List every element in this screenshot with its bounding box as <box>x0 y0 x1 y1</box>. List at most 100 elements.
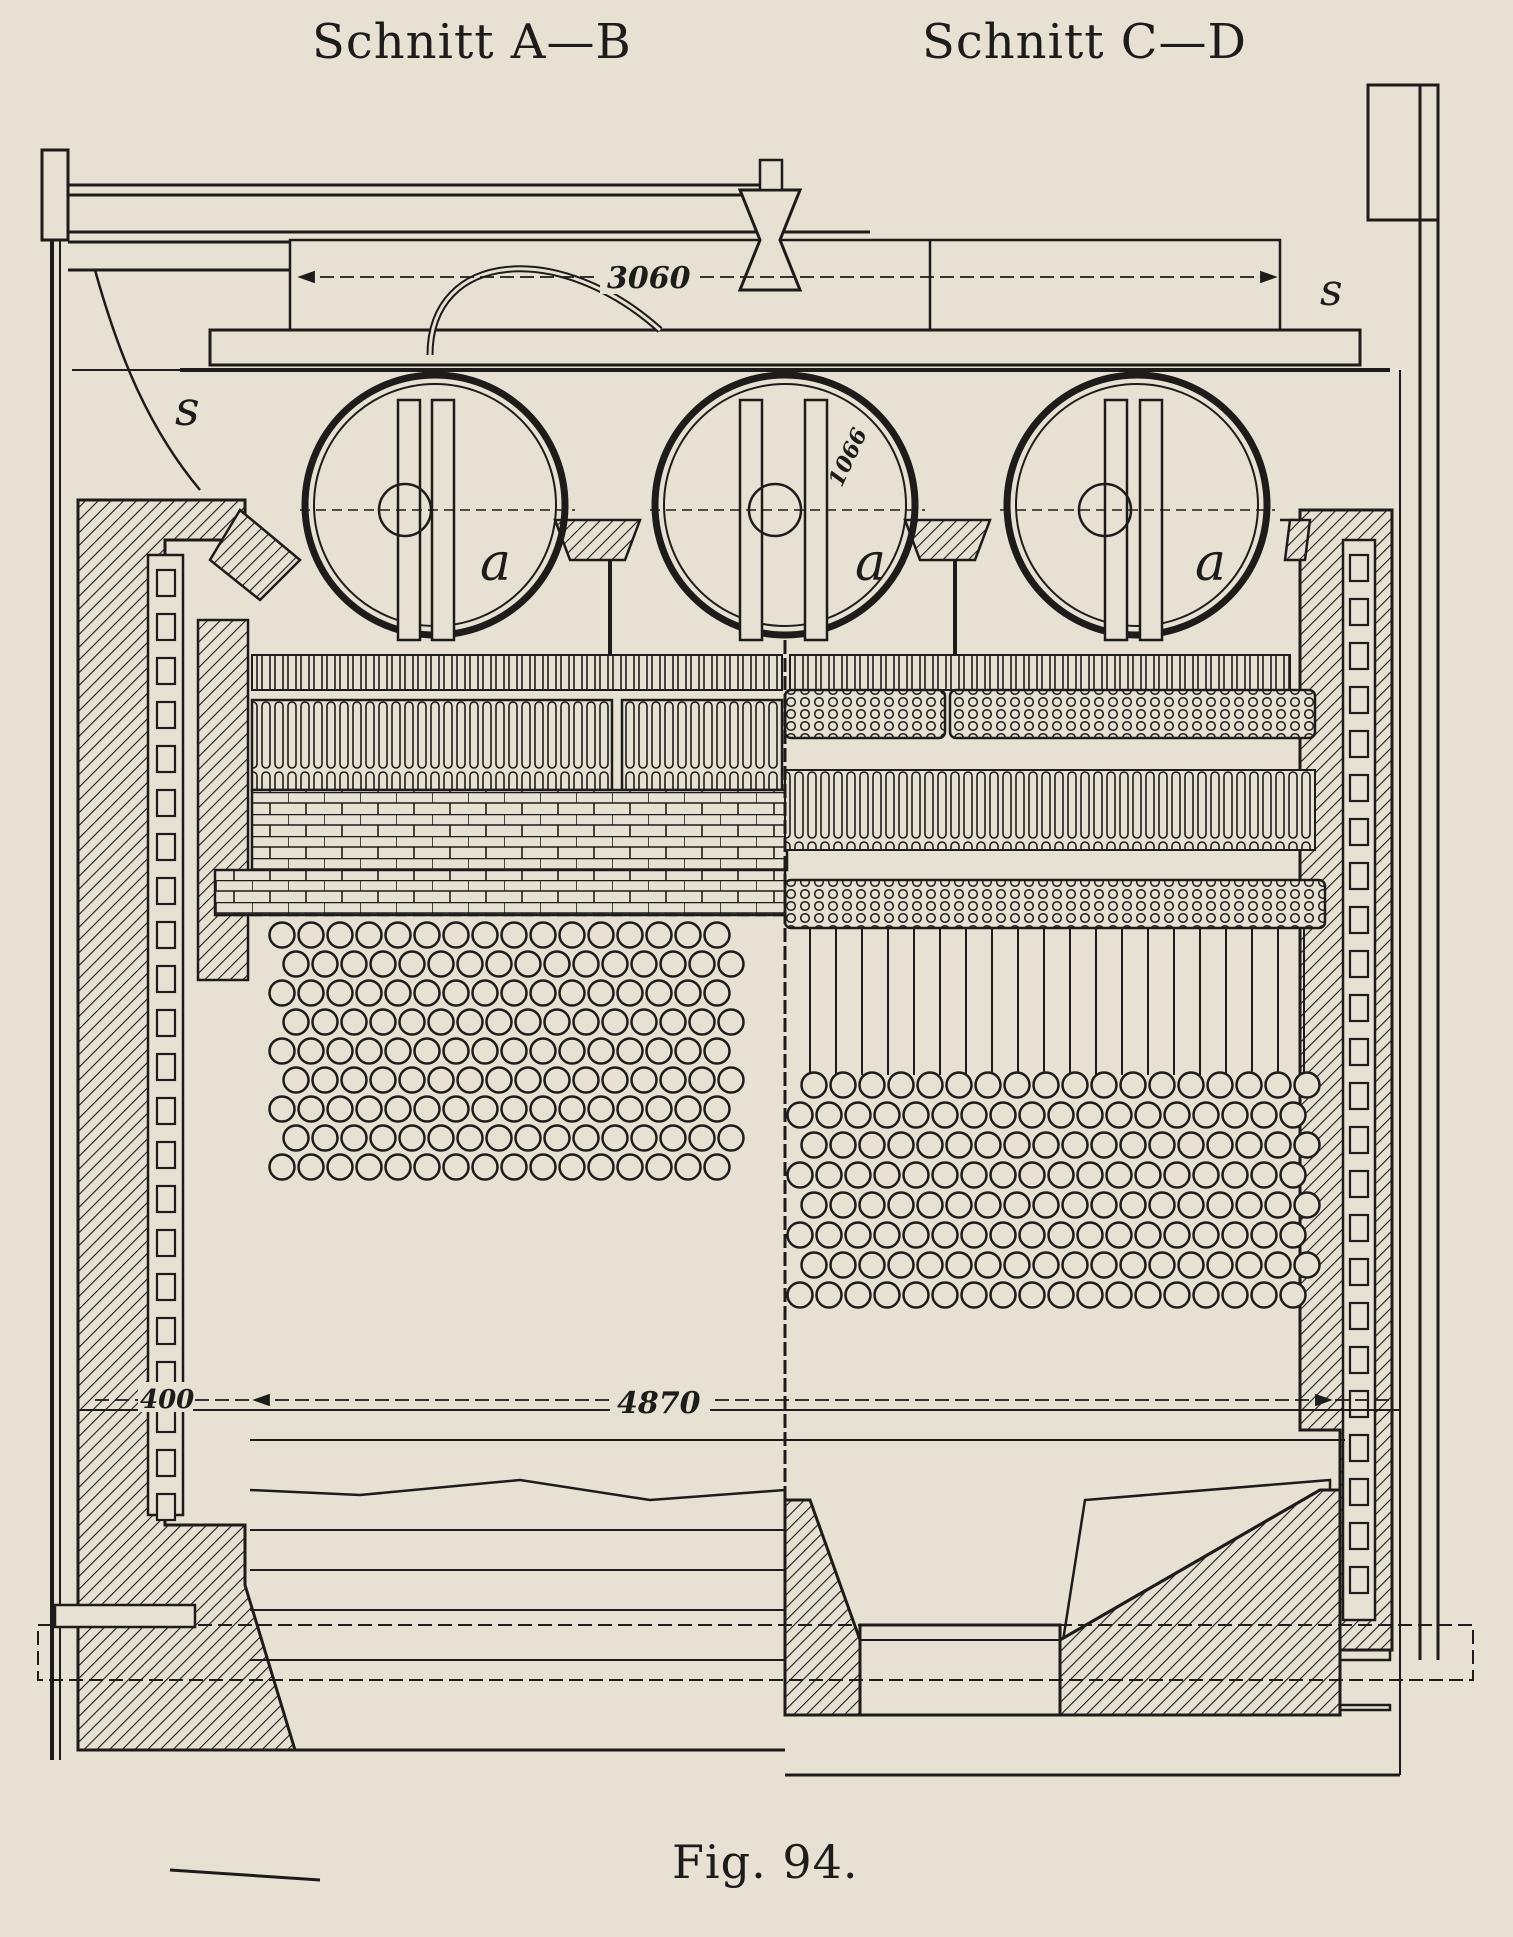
tube <box>369 950 397 978</box>
wall-slot <box>1348 949 1370 979</box>
tube <box>1221 1281 1249 1309</box>
tube <box>1177 1131 1205 1159</box>
wall-slot <box>1348 1257 1370 1287</box>
tube <box>858 1191 886 1219</box>
tube <box>1293 1071 1321 1099</box>
wall-slot <box>155 1008 177 1038</box>
tube <box>630 1124 658 1152</box>
tube <box>717 950 745 978</box>
tube <box>282 1124 310 1152</box>
wall-slot <box>155 700 177 730</box>
tube <box>931 1101 959 1129</box>
tube <box>945 1071 973 1099</box>
tube <box>989 1161 1017 1189</box>
tube <box>456 1008 484 1036</box>
wall-slot <box>1348 1169 1370 1199</box>
tube <box>1177 1191 1205 1219</box>
tube <box>442 979 470 1007</box>
tube <box>1192 1161 1220 1189</box>
tube <box>587 1095 615 1123</box>
tube <box>800 1251 828 1279</box>
tube <box>1119 1251 1147 1279</box>
tube <box>873 1221 901 1249</box>
tube <box>1148 1191 1176 1219</box>
wall-slot <box>155 568 177 598</box>
tube <box>471 1095 499 1123</box>
tube <box>960 1101 988 1129</box>
tube <box>558 979 586 1007</box>
tube <box>703 979 731 1007</box>
tube <box>703 1037 731 1065</box>
wall-slot <box>155 920 177 950</box>
tube <box>1003 1131 1031 1159</box>
figure-caption: Fig. 94. <box>672 1835 859 1889</box>
tube <box>297 1037 325 1065</box>
tube <box>543 1124 571 1152</box>
tube <box>500 1037 528 1065</box>
wall-slot <box>155 832 177 862</box>
tube <box>398 1008 426 1036</box>
tube <box>456 950 484 978</box>
tube <box>1090 1191 1118 1219</box>
wall-slot <box>1348 1477 1370 1507</box>
tube <box>369 1008 397 1036</box>
tube <box>1032 1131 1060 1159</box>
tube <box>268 1095 296 1123</box>
tube <box>887 1131 915 1159</box>
tube <box>974 1131 1002 1159</box>
tube <box>456 1066 484 1094</box>
tube <box>1279 1221 1307 1249</box>
tube <box>1076 1161 1104 1189</box>
wall-slot <box>1348 773 1370 803</box>
tube <box>500 921 528 949</box>
tube <box>529 1153 557 1181</box>
wall-slot <box>1348 1081 1370 1111</box>
tube <box>1163 1101 1191 1129</box>
tube <box>674 1153 702 1181</box>
wall-slot <box>1348 993 1370 1023</box>
tube <box>514 1066 542 1094</box>
tube <box>384 1037 412 1065</box>
tube <box>355 1095 383 1123</box>
tube <box>1250 1101 1278 1129</box>
wall-slot <box>1348 861 1370 891</box>
wall-slot <box>155 1316 177 1346</box>
tube <box>829 1191 857 1219</box>
tube <box>587 1037 615 1065</box>
tube <box>1177 1071 1205 1099</box>
tube <box>916 1191 944 1219</box>
tube <box>1206 1071 1234 1099</box>
tube <box>326 1153 354 1181</box>
tube <box>1134 1101 1162 1129</box>
tube <box>659 1124 687 1152</box>
wall-slot <box>155 744 177 774</box>
tube <box>1192 1221 1220 1249</box>
tube <box>1163 1281 1191 1309</box>
tube <box>355 979 383 1007</box>
tube <box>572 1066 600 1094</box>
tube <box>630 1008 658 1036</box>
tube <box>873 1101 901 1129</box>
tube <box>384 1095 412 1123</box>
wall-slot <box>1348 553 1370 583</box>
tube <box>369 1066 397 1094</box>
tube <box>471 1037 499 1065</box>
wall-slot <box>1348 1345 1370 1375</box>
tube <box>630 1066 658 1094</box>
tube <box>500 1153 528 1181</box>
tube <box>1235 1071 1263 1099</box>
section-title-c-d: Schnitt C—D <box>922 14 1247 70</box>
tube <box>1047 1101 1075 1129</box>
tube <box>1018 1101 1046 1129</box>
tube <box>645 1037 673 1065</box>
tube <box>297 921 325 949</box>
wall-slot <box>155 1140 177 1170</box>
wall-slot <box>155 1052 177 1082</box>
tube <box>945 1131 973 1159</box>
tube <box>616 1037 644 1065</box>
tube <box>485 1066 513 1094</box>
support-marker-left: s <box>175 381 200 437</box>
tube <box>800 1071 828 1099</box>
tube <box>1003 1071 1031 1099</box>
